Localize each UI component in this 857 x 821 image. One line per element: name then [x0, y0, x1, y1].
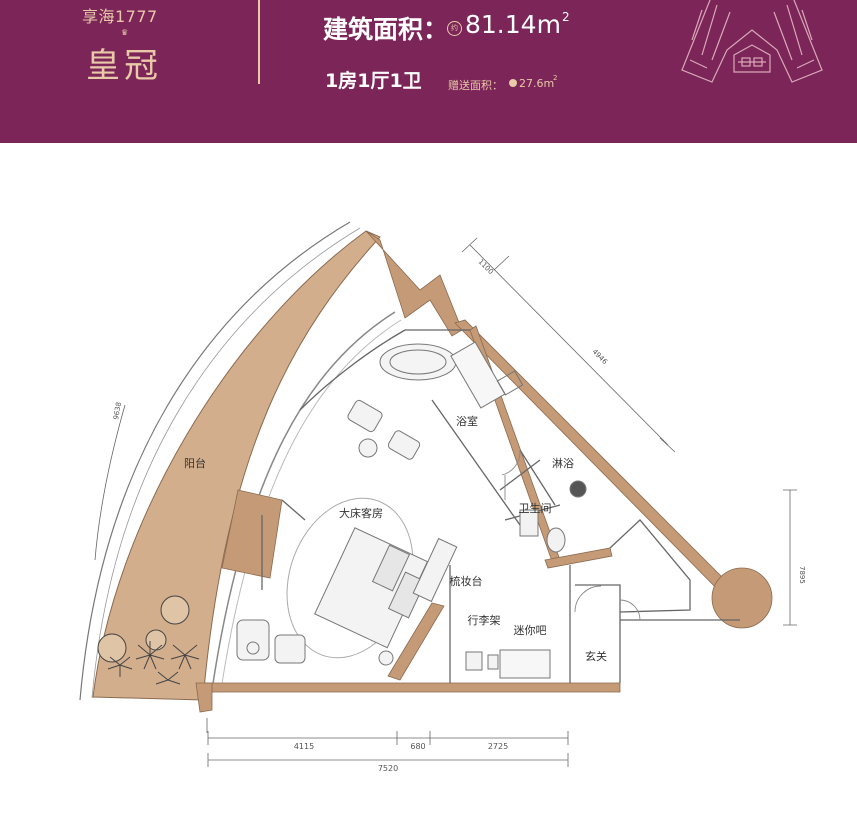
- label-entrance: 玄关: [585, 649, 607, 663]
- dim-bottom-1: 4115: [294, 742, 314, 751]
- balcony-railing: [79, 221, 351, 701]
- dim-bottom-3: 2725: [488, 742, 508, 751]
- corner-column: [711, 567, 773, 629]
- dim-top-long: 4946: [591, 348, 610, 367]
- glass-facade: [211, 311, 396, 691]
- dim-left-arc: 9638: [112, 401, 123, 420]
- label-bedroom: 大床客房: [339, 506, 383, 520]
- layout-type: 1房1厅1卫: [325, 70, 422, 92]
- header-banner: 享海1777 ♛ 皇冠 建筑面积： 约 81.14m 2 1房1厅1卫 赠送面积…: [0, 0, 857, 143]
- label-dresser: 梳妆台: [450, 574, 483, 588]
- doors: [501, 449, 641, 621]
- label-shower: 淋浴: [552, 457, 574, 470]
- dim-bottom-2: 680: [410, 742, 425, 751]
- bonus-unit-sup: 2: [553, 74, 558, 82]
- floor-plan: 阳台 浴室 淋浴 卫生间 大床客房 梳妆台 行李架 迷你吧 玄关 1100 49…: [79, 221, 806, 773]
- shower-drain: [569, 480, 587, 498]
- armchair: [236, 619, 270, 661]
- area-unit-sup: 2: [562, 10, 570, 24]
- building-key-plan-icon: [681, 0, 823, 83]
- label-balcony: 阳台: [184, 456, 206, 470]
- crown-icon: ♛: [121, 28, 129, 37]
- bathtub: [379, 343, 457, 381]
- toilet: [546, 527, 566, 553]
- dimension-lines: [94, 237, 797, 767]
- area-label: 建筑面积：: [323, 15, 449, 44]
- balcony-plants: [97, 595, 200, 685]
- dim-right-side: 7895: [798, 566, 806, 584]
- bonus-approx-icon: [509, 79, 517, 87]
- bonus-area-value: 27.6m: [519, 77, 555, 90]
- dim-bottom-total: 7520: [378, 764, 398, 773]
- bathroom-fixtures: [379, 341, 587, 553]
- area-value: 81.14m: [465, 10, 561, 39]
- label-toilet: 卫生间: [519, 501, 552, 515]
- bedroom-furniture: [236, 399, 551, 679]
- label-minibar: 迷你吧: [514, 624, 547, 637]
- bonus-area-label: 赠送面积：: [448, 79, 503, 92]
- label-luggage: 行李架: [468, 613, 501, 627]
- approx-icon: 约: [447, 21, 462, 36]
- brand-name: 皇冠: [86, 46, 162, 86]
- dim-top-short: 1100: [477, 258, 495, 276]
- brand-subtitle: 享海1777: [82, 7, 158, 26]
- balcony-floor: [92, 230, 381, 701]
- dresser: [412, 537, 458, 603]
- interior-walls: [261, 329, 740, 683]
- divider-line: [258, 0, 260, 84]
- minibar-cabinet: [499, 649, 551, 679]
- label-bathroom: 浴室: [456, 414, 478, 428]
